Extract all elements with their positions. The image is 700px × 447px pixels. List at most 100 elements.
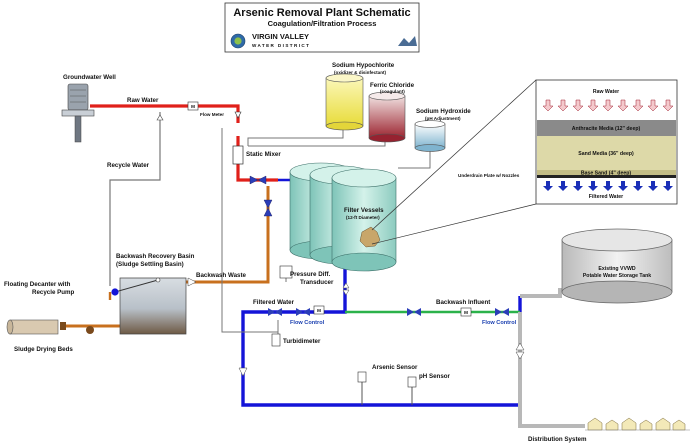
drain-line (221, 128, 278, 333)
hydroxide-feed-line (398, 150, 431, 169)
house-icon (587, 417, 603, 431)
mountain-logo-icon (398, 36, 417, 46)
sodium-hydroxide-tank: Sodium Hydroxide (pH Adjustment) (414, 108, 471, 152)
filter-bidirectional-arrow-icon (342, 282, 350, 296)
ferric-feed-line (248, 140, 386, 147)
turbidimeter-label: Turbidimeter (283, 338, 321, 345)
distribution-houses (587, 417, 686, 431)
filtered-water-label: Filtered Water (253, 299, 295, 306)
sludge-drying-beds-label: Sludge Drying Beds (14, 346, 73, 353)
raw-water-arrow-icon (542, 99, 554, 112)
recycle-water-pipe (109, 112, 161, 286)
filtered-water-arrow-icon (543, 181, 553, 191)
diagram-title: Arsenic Removal Plant Schematic (233, 7, 410, 19)
flow-meter-label: Flow Meter (200, 112, 224, 117)
filtered-water-arrow-icon (663, 181, 673, 191)
arsenic-sensor-label: Arsenic Sensor (372, 364, 418, 371)
sludge-pump-icon (60, 322, 66, 330)
sand-label: Sand Media (36" deep) (578, 151, 634, 157)
raw-water-arrow-icon (632, 99, 644, 112)
flow-control-valve-1-icon (296, 308, 310, 316)
raw-down-arrow-icon (234, 111, 242, 119)
filtered-water-arrow-icon (618, 181, 628, 191)
house-icon (621, 417, 637, 431)
ferric-chloride-tank: Ferric Chloride (coagulant) (368, 82, 415, 143)
underdrain-plate (537, 175, 676, 178)
raw-water-arrow-icon (617, 99, 629, 112)
ferric-chloride-label: Ferric Chloride (370, 82, 415, 89)
raw-water-arrow-icon (602, 99, 614, 112)
sodium-hypochlorite-note: (oxidizer & disinfectant) (334, 70, 387, 75)
ferric-chloride-note: (coagulant) (380, 89, 405, 94)
raw-water-pipe-lower (236, 136, 278, 182)
title-block: Arsenic Removal Plant Schematic Coagulat… (224, 2, 420, 53)
tank-feed-pipe (520, 288, 562, 298)
well-motor-icon (67, 83, 89, 111)
raw-water-arrow-icon (662, 99, 674, 112)
sludge-pump-motor-icon (86, 326, 94, 334)
filtered-isolation-valve-icon (268, 308, 282, 316)
ph-sensor-label: pH Sensor (419, 373, 451, 380)
inset-filtered-water-label: Filtered Water (589, 194, 623, 200)
filter-vessels-note: (12-ft Diameter) (346, 215, 380, 220)
sludge-drying-beds: Sludge Drying Beds (6, 319, 94, 353)
base-sand-layer (537, 170, 676, 175)
underdrain-label: Underdrain Plate w/ Nozzles (458, 173, 520, 178)
waste-flow-arrow-icon (187, 277, 197, 287)
filtered-water-pipe (241, 265, 522, 407)
filter-vessels-label: Filter Vessels (344, 207, 384, 214)
inset-callout-line-bottom (371, 203, 537, 245)
sand-layer (537, 136, 676, 170)
waste-valve-icon (263, 199, 273, 217)
storage-tank-label-line1: Existing VVWD (598, 266, 635, 272)
diagram-subtitle: Coagulation/Filtration Process (268, 19, 377, 28)
raw-flow-meter-symbol: M (191, 104, 195, 109)
district-seal-center (234, 37, 242, 45)
filtered-flow-meter-icon (313, 305, 325, 315)
recycle-arrow-icon (156, 114, 164, 121)
filtered-water-arrow-icon (588, 181, 598, 191)
filtered-water-arrow-icon (573, 181, 583, 191)
tank-bidirectional-arrow-icon (515, 342, 525, 360)
groundwater-well: Groundwater Well (61, 74, 116, 143)
ph-sensor-icon (407, 376, 417, 388)
groundwater-well-label: Groundwater Well (63, 74, 116, 81)
floating-decanter-icon (111, 288, 119, 296)
backwash-waste-pipe (186, 186, 270, 284)
turbidimeter-icon (271, 333, 281, 347)
recycle-water-label: Recycle Water (107, 162, 150, 169)
anthracite-label: Anthracite Media (12" deep) (572, 126, 641, 132)
raw-water-arrow-icon (587, 99, 599, 112)
storage-tank-label-line2: Potable Water Storage Tank (583, 273, 651, 279)
inset-callout-line-top (371, 79, 537, 231)
backwash-valve-icon (407, 308, 421, 316)
sodium-hypochlorite-label: Sodium Hypochlorite (332, 62, 395, 69)
hypochlorite-feed-line (247, 127, 344, 146)
filtered-water-arrow-icon (558, 181, 568, 191)
house-icon (672, 419, 686, 431)
backwash-influent-label: Backwash Influent (436, 299, 490, 306)
org-name-line2: WATER DISTRICT (252, 43, 310, 48)
backwash-flow-meter-symbol: M (464, 310, 468, 315)
floating-decanter-label: Floating Decanter with (4, 281, 71, 288)
house-icon (655, 417, 671, 431)
filtered-down-arrow-icon (238, 367, 248, 377)
filtered-water-arrow-icon (633, 181, 643, 191)
filter-media-inset: Raw Water Anthracite Media (12" deep) Sa… (535, 79, 678, 205)
anthracite-layer (537, 120, 676, 136)
backwash-recovery-basin: Backwash Recovery Basin (Sludge Settling… (4, 253, 195, 335)
static-mixer-label: Static Mixer (246, 151, 281, 158)
sodium-hydroxide-note: (pH Adjustment) (425, 116, 461, 121)
static-mixer-icon (232, 145, 244, 165)
backwash-flow-meter-icon (460, 307, 472, 317)
house-icon (639, 419, 653, 431)
base-sand-label: Base Sand (4" deep) (581, 171, 632, 177)
inset-raw-water-label: Raw Water (593, 89, 619, 95)
raw-water-arrows (542, 99, 674, 112)
raw-flow-meter-icon (187, 101, 199, 111)
pressure-transducer-icon (279, 265, 293, 279)
sodium-hydroxide-label: Sodium Hydroxide (416, 108, 471, 115)
filter-inlet-valve-icon (249, 175, 267, 185)
raw-water-arrow-icon (572, 99, 584, 112)
